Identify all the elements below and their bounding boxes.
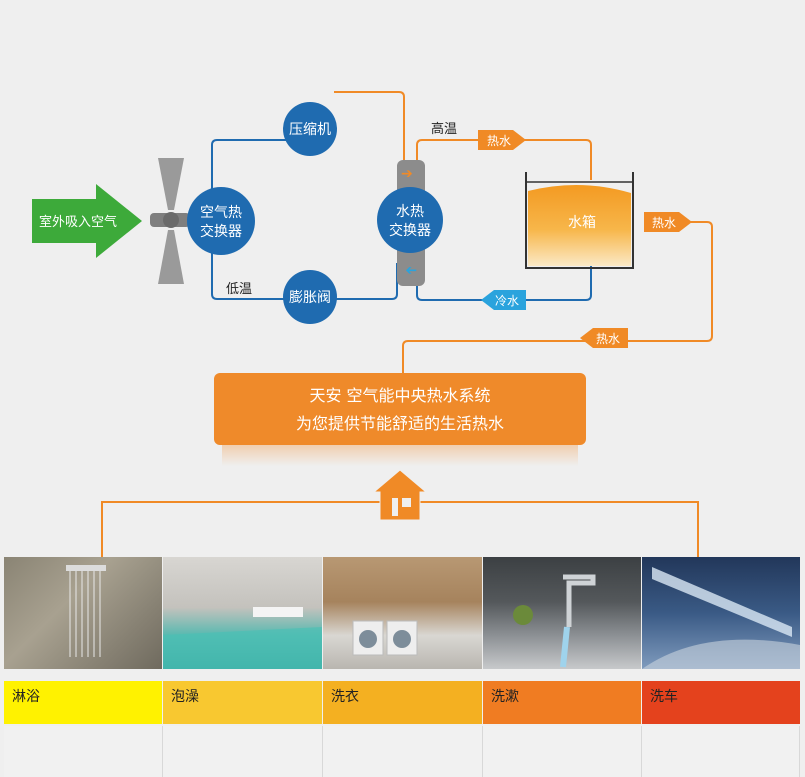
bathtub-icon [163, 607, 322, 669]
hot-water-tag-3: 热水 [580, 328, 628, 348]
air-exchanger-node: 空气热 交换器 [187, 187, 255, 255]
empty-cell [483, 726, 642, 777]
category-shower: 淋浴 [4, 681, 162, 724]
compressor-node: 压缩机 [283, 102, 337, 156]
water-tank-label: 水箱 [568, 215, 596, 231]
svg-text:膨胀阀: 膨胀阀 [289, 289, 331, 306]
fan-icon [150, 158, 190, 284]
washing-machine-icon [352, 620, 418, 656]
hot-water-tag-2: 热水 [644, 212, 692, 232]
photo-laundry [323, 557, 482, 669]
shower-head-icon [66, 565, 106, 657]
svg-text:交换器: 交换器 [389, 222, 431, 239]
house-icon [372, 469, 428, 521]
svg-text:热水: 热水 [652, 216, 676, 230]
inlet-arrow-icon: ➔ [401, 166, 413, 182]
expansion-valve-node: 膨胀阀 [283, 270, 337, 324]
low-temp-label: 低温 [226, 282, 252, 297]
empty-cell [163, 726, 323, 777]
hot-water-tag-1: 热水 [478, 130, 526, 150]
banner-line-1: 天安 空气能中央热水系统 [309, 386, 490, 405]
svg-text:压缩机: 压缩机 [289, 122, 331, 138]
svg-text:热水: 热水 [487, 134, 511, 148]
category-washing: 洗漱 [483, 681, 641, 724]
svg-text:空气热: 空气热 [200, 205, 242, 221]
svg-text:水热: 水热 [396, 204, 424, 220]
faucet-icon [513, 574, 596, 668]
photo-washbasin [483, 557, 641, 669]
category-bath: 泡澡 [163, 681, 322, 724]
empty-cell [323, 726, 483, 777]
system-banner: 天安 空气能中央热水系统 为您提供节能舒适的生活热水 [214, 373, 586, 445]
cold-water-tag: 冷水 [481, 290, 526, 310]
photo-bath [163, 557, 322, 669]
air-intake-arrow: 室外吸入空气 [32, 184, 142, 258]
water-tank: 水箱 [525, 172, 634, 269]
hot-refrigerant-line [334, 91, 405, 160]
banner-line-2: 为您提供节能舒适的生活热水 [296, 414, 504, 433]
outlet-arrow-icon: ➔ [405, 262, 417, 278]
empty-cell [642, 726, 800, 777]
svg-text:交换器: 交换器 [200, 223, 242, 240]
air-intake-label: 室外吸入空气 [39, 214, 117, 230]
empty-cell [4, 726, 163, 777]
water-exchanger-node: 水热 交换器 [377, 187, 443, 253]
photo-shower [4, 557, 162, 669]
category-carwash: 洗车 [642, 681, 800, 724]
category-laundry: 洗衣 [323, 681, 482, 724]
svg-text:热水: 热水 [596, 332, 620, 346]
refrigerant-loop [211, 139, 398, 300]
high-temp-label: 高温 [431, 121, 457, 137]
banner-glow [222, 444, 578, 466]
photo-carwash [642, 557, 800, 669]
car-spray-icon [642, 567, 800, 669]
svg-text:冷水: 冷水 [495, 294, 519, 308]
